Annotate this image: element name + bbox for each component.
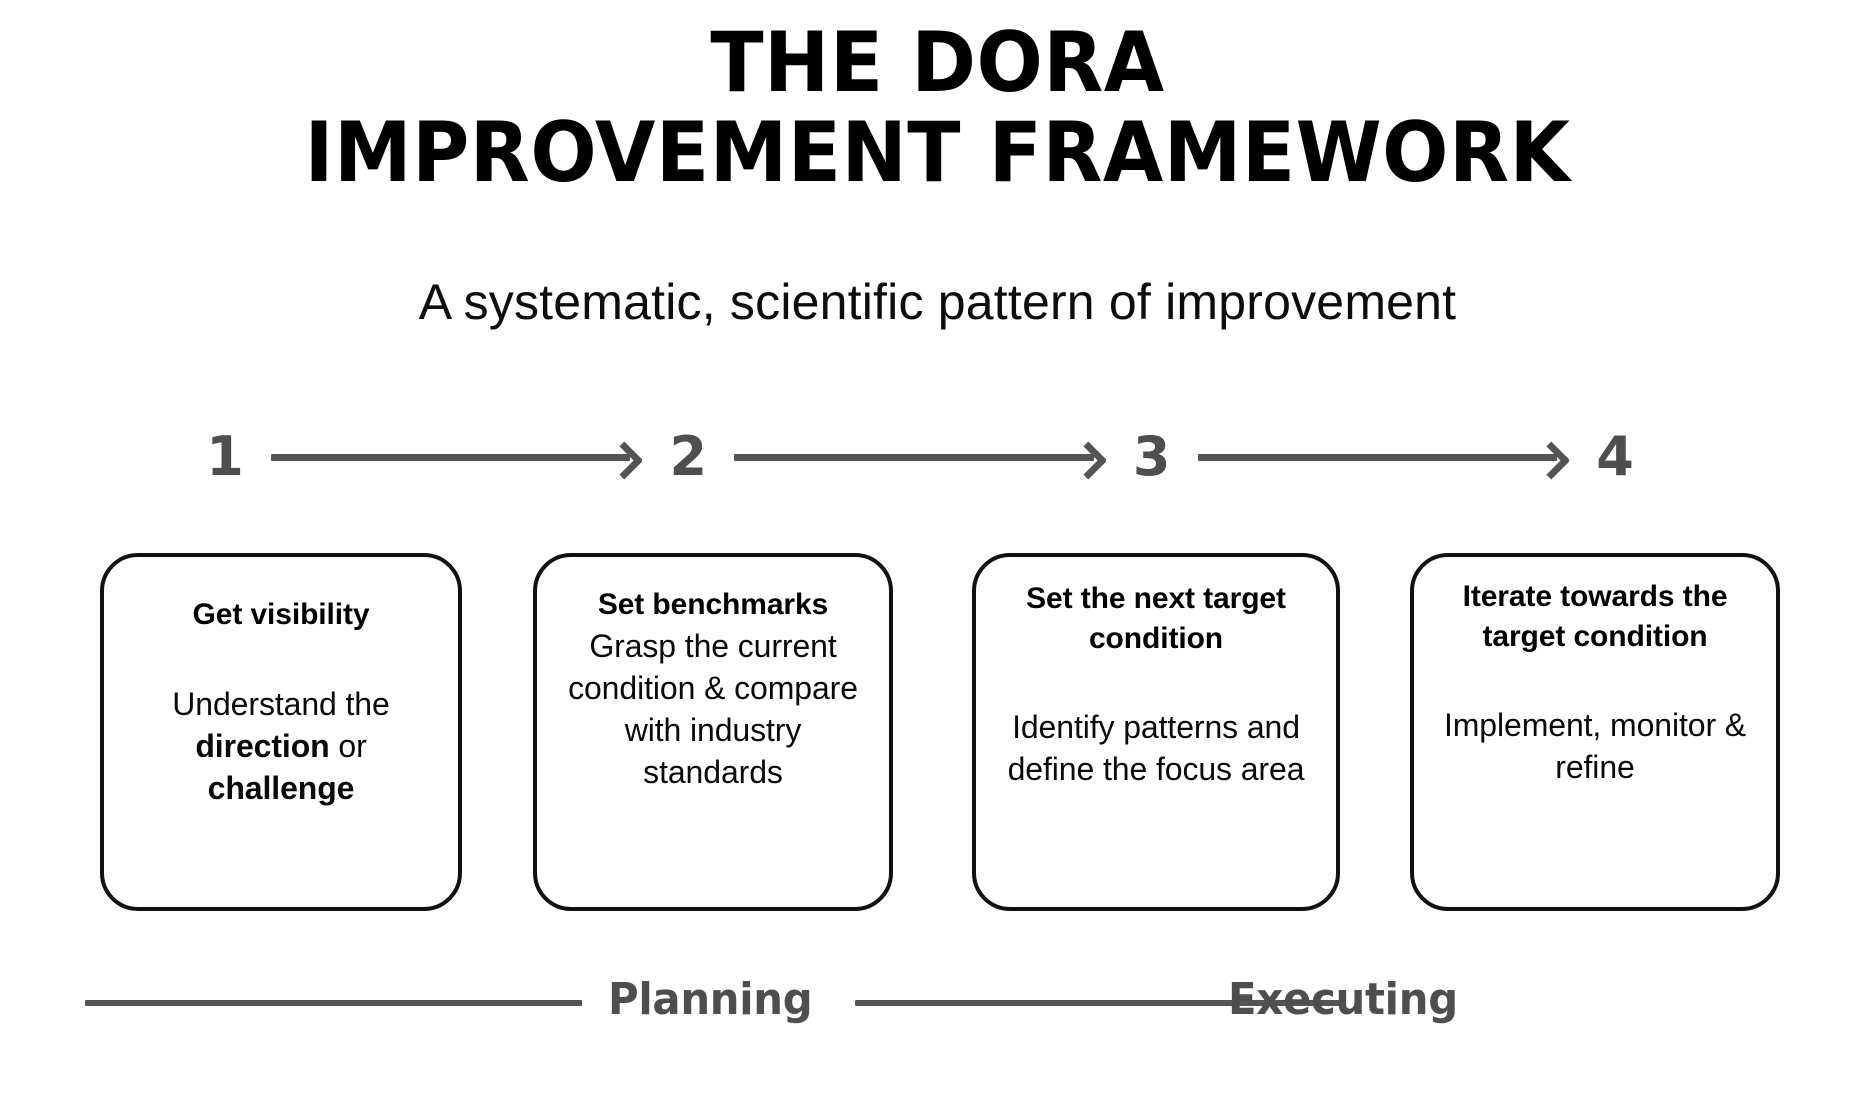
phase-label-executing: Executing <box>1228 974 1458 1025</box>
step-cards: Get visibility Understand the direction … <box>0 553 1875 911</box>
step-card-3[interactable]: Set the next target condition Identify p… <box>972 553 1340 911</box>
arrow-shaft <box>1197 453 1557 461</box>
phase-bar: Planning Executing <box>0 978 1875 1048</box>
spacer <box>1430 656 1760 704</box>
step-card-1[interactable]: Get visibility Understand the direction … <box>100 553 462 911</box>
phase-divider-left <box>85 1000 582 1006</box>
step-card-4[interactable]: Iterate towards the target condition Imp… <box>1410 553 1780 911</box>
body-text-bold-direction: direction <box>195 727 330 764</box>
spacer <box>120 635 442 683</box>
step-sequence: 1 2 3 4 <box>205 424 1635 490</box>
spacer <box>992 658 1320 706</box>
step-card-3-heading: Set the next target condition <box>1026 582 1286 655</box>
step-card-1-body: Understand the direction or challenge <box>120 683 442 810</box>
step-card-4-body: Implement, monitor & refine <box>1443 707 1747 786</box>
body-text-middle: or <box>329 727 367 764</box>
page-title: THE DORA IMPROVEMENT FRAMEWORK <box>0 18 1875 197</box>
page-title-line-2: IMPROVEMENT FRAMEWORK <box>304 103 1571 201</box>
step-number-4: 4 <box>1596 425 1634 488</box>
step-card-4-heading: Iterate towards the target condition <box>1462 580 1728 653</box>
arrow-head <box>605 441 644 480</box>
step-card-2-heading: Set benchmarks <box>597 588 829 621</box>
step-number-1: 1 <box>206 425 244 488</box>
step-card-2-body: Grasp the current condition & compare wi… <box>568 627 858 791</box>
arrow-right-icon-3 <box>1197 441 1571 480</box>
step-card-3-body: Identify patterns and define the focus a… <box>1007 709 1305 788</box>
arrow-shaft <box>271 453 631 461</box>
arrow-right-icon-1 <box>271 441 644 480</box>
step-number-3: 3 <box>1132 425 1171 488</box>
page-title-line-1: THE DORA <box>710 14 1165 111</box>
arrow-head <box>1532 441 1571 480</box>
body-text-prefix: Understand the <box>172 685 390 722</box>
phase-divider-right <box>855 1000 1345 1006</box>
arrow-shaft <box>734 453 1094 461</box>
arrow-head <box>1068 441 1108 480</box>
phase-label-planning: Planning <box>608 974 813 1025</box>
step-card-1-heading: Get visibility <box>192 598 370 631</box>
step-card-2[interactable]: Set benchmarks Grasp the current conditi… <box>533 553 893 911</box>
page-subtitle: A systematic, scientific pattern of impr… <box>418 274 1457 330</box>
arrow-right-icon-2 <box>734 441 1108 480</box>
step-number-2: 2 <box>669 425 708 488</box>
body-text-bold-challenge: challenge <box>207 770 355 807</box>
